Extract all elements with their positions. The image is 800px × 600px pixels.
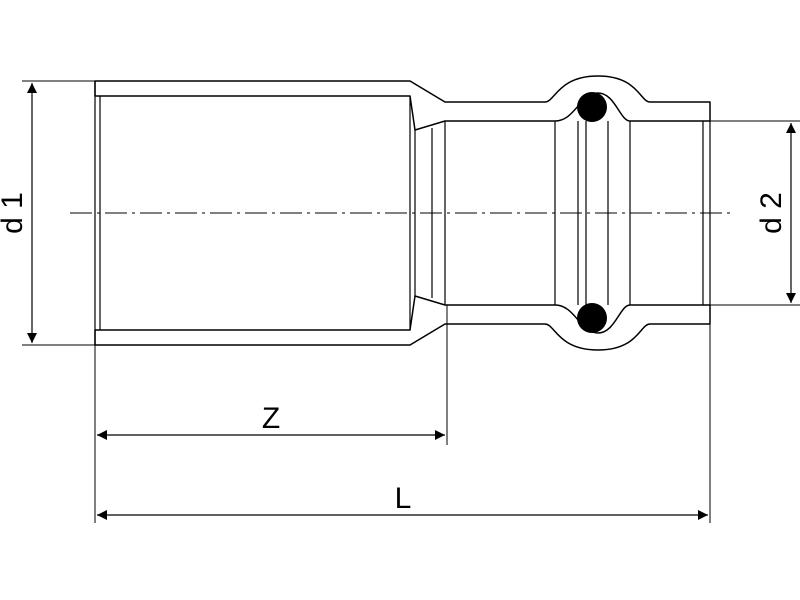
dimension-l-label: L [395,482,412,515]
inner-bore [94,81,711,345]
extension-lines [22,80,800,523]
dimension-z: Z [97,402,445,440]
seal-ring-bottom [577,303,607,333]
top-wall [94,75,711,131]
dimension-d2-label: d 2 [755,192,788,234]
dimension-d1-label: d 1 [0,192,29,234]
dimension-d2: d 2 [755,123,796,303]
bottom-wall [94,295,711,351]
dimension-d1: d 1 [0,83,37,343]
dimension-l: L [97,482,708,520]
dimension-z-label: Z [262,402,280,435]
seal-ring-top [577,92,607,122]
